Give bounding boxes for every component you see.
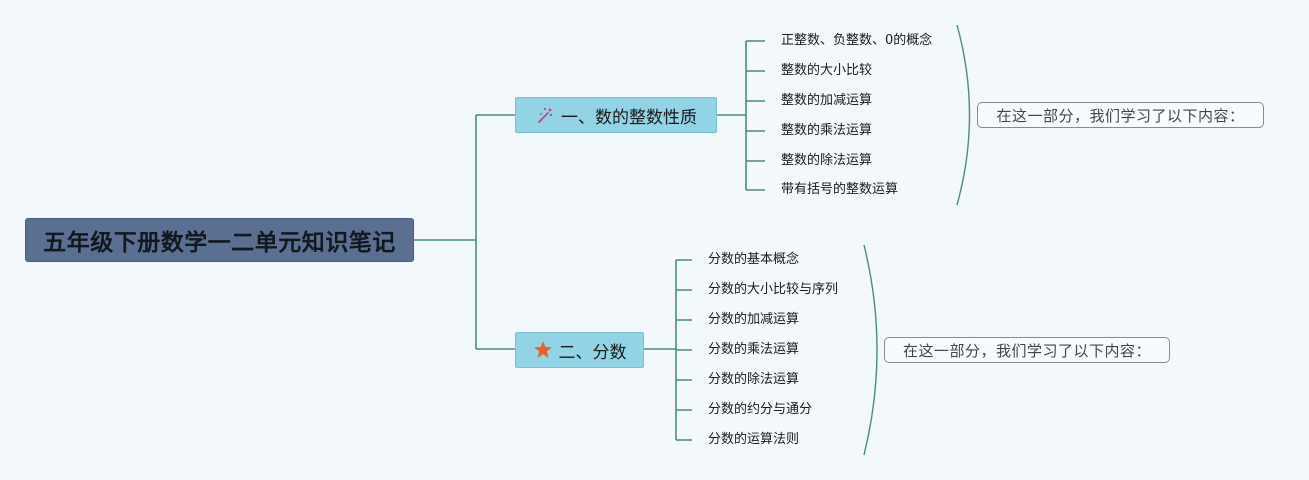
summary-bracket-1 xyxy=(956,24,971,206)
topic-integer-concepts[interactable]: 正整数、负整数、0的概念 xyxy=(781,33,933,48)
root-topic[interactable]: 五年级下册数学一二单元知识笔记 xyxy=(25,218,414,262)
topic-fraction-multiplication[interactable]: 分数的乘法运算 xyxy=(708,342,800,357)
topic-integer-add-subtract[interactable]: 整数的加减运算 xyxy=(781,93,873,108)
topic-integer-division[interactable]: 整数的除法运算 xyxy=(781,153,873,168)
summary-text: 在这一部分，我们学习了以下内容： xyxy=(996,106,1245,125)
topic-fraction-division[interactable]: 分数的除法运算 xyxy=(708,372,800,387)
root-topic-label: 五年级下册数学一二单元知识笔记 xyxy=(43,230,396,256)
topic-fraction-rules[interactable]: 分数的运算法则 xyxy=(708,432,800,447)
branch-fractions[interactable]: 二、分数 xyxy=(515,332,644,368)
summary-bracket-2 xyxy=(863,244,878,456)
magic-wand-icon xyxy=(535,105,555,125)
summary-text: 在这一部分，我们学习了以下内容： xyxy=(902,341,1151,360)
summary-box[interactable]: 在这一部分，我们学习了以下内容： xyxy=(977,102,1264,128)
summary-box[interactable]: 在这一部分，我们学习了以下内容： xyxy=(884,337,1170,363)
topic-integer-comparison[interactable]: 整数的大小比较 xyxy=(781,63,873,78)
topic-fraction-comparison[interactable]: 分数的大小比较与序列 xyxy=(708,282,839,297)
topic-integer-multiplication[interactable]: 整数的乘法运算 xyxy=(781,123,873,138)
topic-fraction-concepts[interactable]: 分数的基本概念 xyxy=(708,252,800,267)
topic-fraction-add-subtract[interactable]: 分数的加减运算 xyxy=(708,312,800,327)
star-icon xyxy=(533,340,553,360)
branch-label: 二、分数 xyxy=(558,342,627,363)
branch-label: 一、数的整数性质 xyxy=(561,107,697,128)
topic-integer-parentheses[interactable]: 带有括号的整数运算 xyxy=(781,182,899,197)
branch-integer-properties[interactable]: 一、数的整数性质 xyxy=(515,97,717,133)
topic-fraction-reduction[interactable]: 分数的约分与通分 xyxy=(708,402,813,417)
